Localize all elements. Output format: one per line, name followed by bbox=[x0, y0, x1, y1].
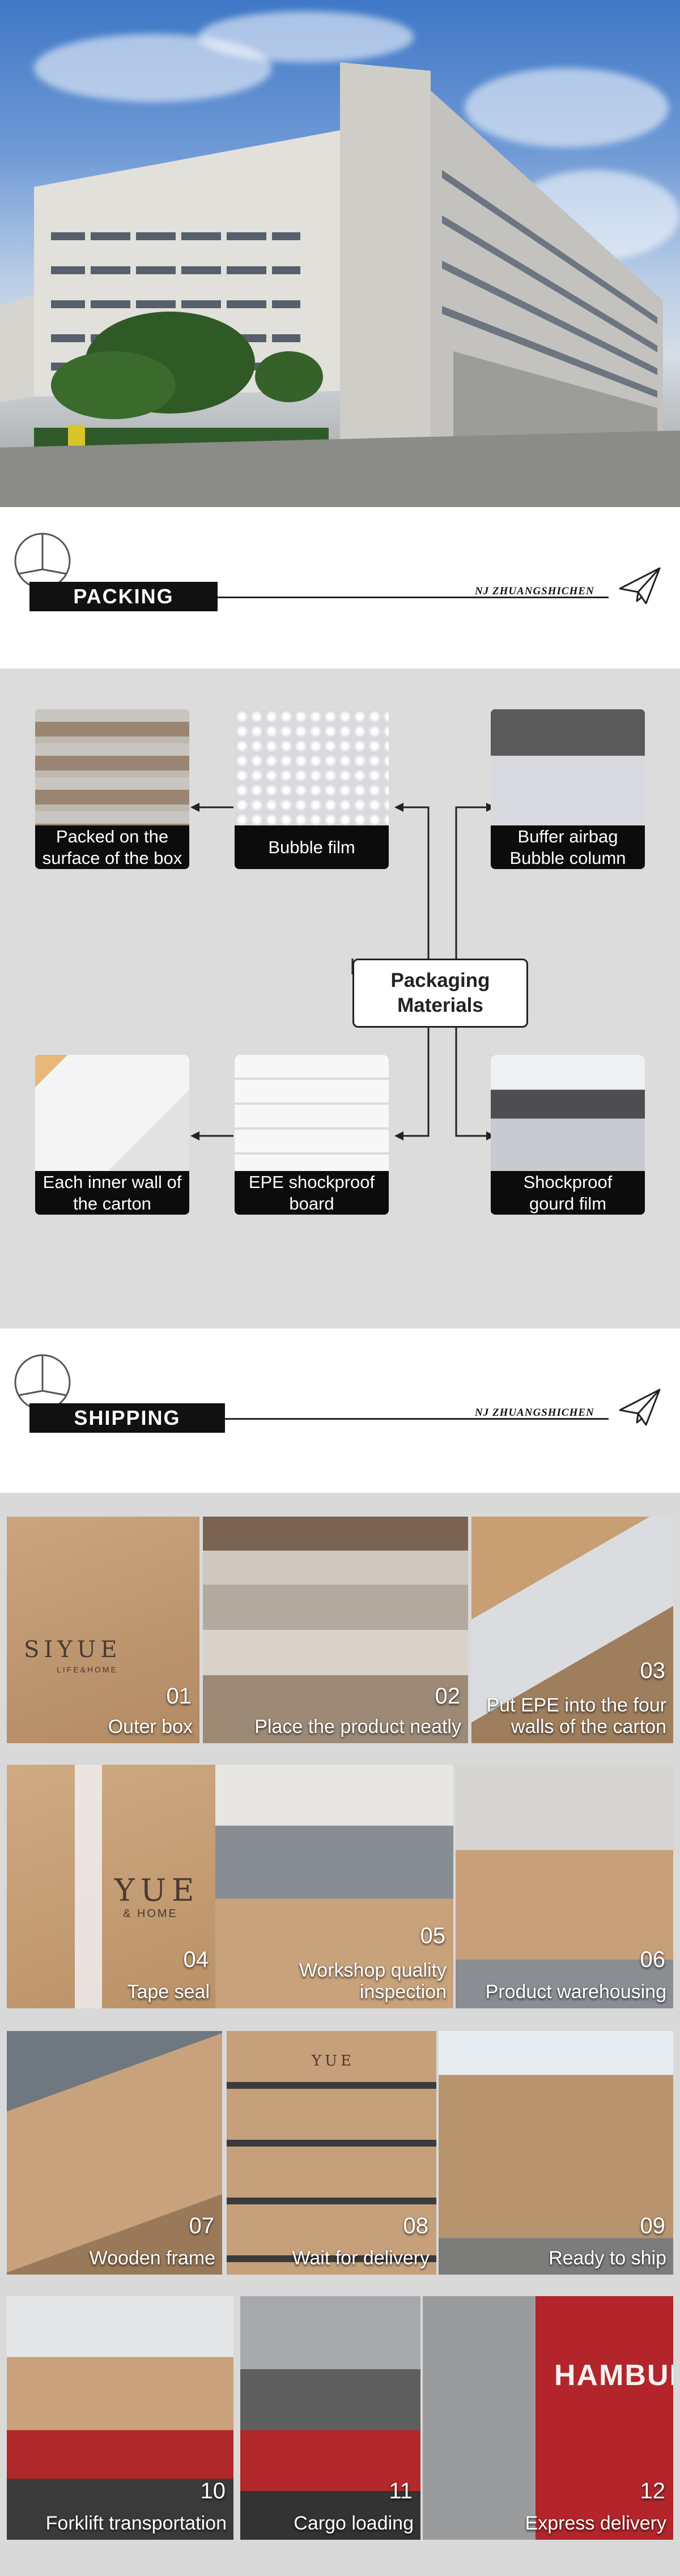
airbag-machine-photo bbox=[491, 709, 645, 825]
step-12-tile: HAMBURG 12 Express delivery bbox=[423, 2296, 673, 2540]
packed-box-photo bbox=[35, 709, 189, 825]
step-number: 05 bbox=[420, 1923, 446, 1948]
brand-name: NJ ZHUANGSHICHEN bbox=[475, 585, 594, 597]
step-09-tile: 09 Ready to ship bbox=[439, 2031, 673, 2275]
step-08-tile: YUE 08 Wait for delivery bbox=[227, 2031, 436, 2275]
bubble-film-caption: Bubble film bbox=[268, 837, 355, 857]
yue-box-print: YUE bbox=[114, 1872, 200, 1908]
header-divider bbox=[218, 597, 609, 598]
epe-board-photo bbox=[235, 1055, 389, 1171]
step-caption: Cargo loading bbox=[294, 2513, 414, 2534]
step-caption: Outer box bbox=[108, 1716, 193, 1738]
yue-box-print: YUE bbox=[312, 2053, 355, 2070]
packaging-materials-hub: Packaging Materials bbox=[352, 959, 528, 1028]
shipping-title: SHIPPING bbox=[29, 1403, 225, 1433]
home-box-print: & HOME bbox=[123, 1907, 178, 1920]
packing-title: PACKING bbox=[29, 582, 218, 611]
step-01-tile: SIYUE LIFE&HOME 01 Outer box bbox=[7, 1517, 199, 1743]
step-07-tile: 07 Wooden frame bbox=[7, 2031, 222, 2275]
brand-name: NJ ZHUANGSHICHEN bbox=[475, 1407, 594, 1419]
step-caption: Tape seal bbox=[127, 1981, 210, 2003]
step-caption: Ready to ship bbox=[549, 2247, 666, 2269]
shipping-section-header: SHIPPING NJ ZHUANGSHICHEN bbox=[0, 1329, 680, 1493]
bubble-film-card: Bubble film bbox=[235, 709, 389, 869]
packing-section-header: PACKING NJ ZHUANGSHICHEN bbox=[0, 507, 680, 669]
step-caption: Wooden frame bbox=[89, 2247, 215, 2269]
step-caption: Product warehousing bbox=[485, 1981, 666, 2003]
step-number: 11 bbox=[389, 2479, 413, 2503]
step-caption: Express delivery bbox=[525, 2513, 666, 2534]
paper-plane-icon bbox=[619, 1389, 661, 1426]
shipping-process-panel: SIYUE LIFE&HOME 01 Outer box 02 Place th… bbox=[0, 1493, 680, 2576]
step-caption: Forklift transportation bbox=[45, 2513, 227, 2534]
step-10-tile: 10 Forklift transportation bbox=[7, 2296, 233, 2540]
step-04-tile: YUE & HOME 04 Tape seal bbox=[7, 1765, 216, 2008]
hamburg-container-print: HAMBURG bbox=[554, 2359, 673, 2392]
header-divider bbox=[225, 1418, 609, 1420]
life-home-print: LIFE&HOME bbox=[57, 1665, 118, 1674]
carton-inner-wall-photo bbox=[35, 1055, 189, 1171]
step-number: 09 bbox=[640, 2213, 666, 2238]
step-number: 07 bbox=[189, 2213, 215, 2238]
step-caption: Wait for delivery bbox=[292, 2247, 430, 2269]
siyue-box-print: SIYUE bbox=[24, 1637, 122, 1663]
step-number: 04 bbox=[183, 1947, 209, 1972]
step-number: 03 bbox=[640, 1658, 666, 1683]
step-number: 06 bbox=[640, 1947, 666, 1972]
step-02-tile: 02 Place the product neatly bbox=[203, 1517, 468, 1743]
tape-strip bbox=[75, 1765, 102, 2008]
step-number: 10 bbox=[200, 2479, 226, 2503]
step-number: 12 bbox=[640, 2479, 666, 2503]
bubble-film-photo bbox=[235, 709, 389, 825]
gourd-film-machine-photo bbox=[491, 1055, 645, 1171]
paper-plane-icon bbox=[619, 567, 661, 604]
step-11-tile: 11 Cargo loading bbox=[240, 2296, 420, 2540]
factory-building-photo bbox=[0, 0, 680, 507]
step-caption: Place the product neatly bbox=[254, 1716, 461, 1738]
step-number: 08 bbox=[403, 2213, 429, 2238]
step-number: 01 bbox=[166, 1684, 192, 1709]
step-number: 02 bbox=[435, 1684, 461, 1709]
step-06-tile: 06 Product warehousing bbox=[456, 1765, 673, 2008]
